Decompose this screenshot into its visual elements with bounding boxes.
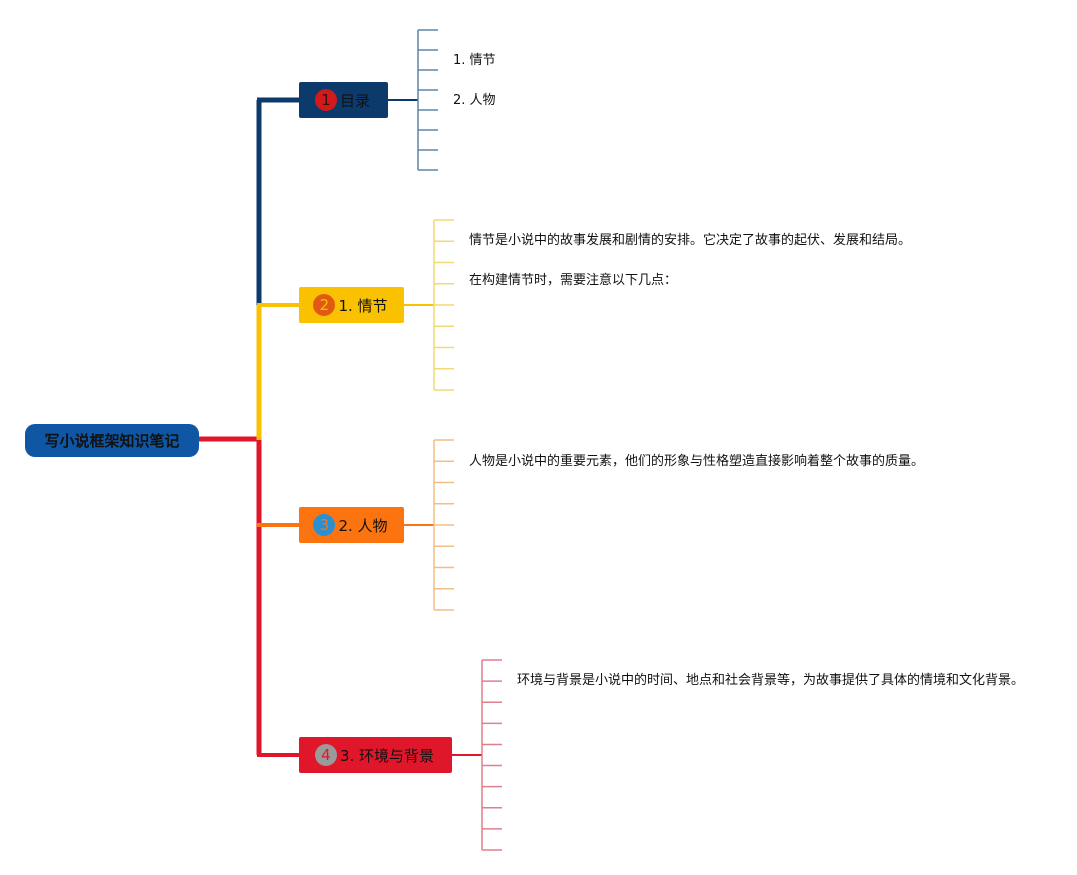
leaf-toc-plot[interactable]: 1. 情节: [453, 53, 496, 68]
number-badge-icon: 4: [314, 744, 337, 766]
leaf-setting-definition[interactable]: 环境与背景是小说中的时间、地点和社会背景等，为故事提供了具体的情境和文化背景。: [517, 673, 1025, 688]
number-badge-icon: 1: [314, 89, 337, 111]
leaf-plot-definition[interactable]: 情节是小说中的故事发展和剧情的安排。它决定了故事的起伏、发展和结局。: [469, 233, 912, 248]
branch-label: 目录: [339, 91, 370, 110]
branch-label: 1. 情节: [338, 296, 388, 315]
root-topic-label: 写小说框架知识笔记: [44, 432, 180, 450]
number-badge-icon: 2: [313, 294, 336, 316]
leaf-characters-definition[interactable]: 人物是小说中的重要元素，他们的形象与性格塑造直接影响着整个故事的质量。: [469, 454, 925, 469]
root-topic[interactable]: 写小说框架知识笔记: [25, 424, 199, 457]
branch-label: 3. 环境与背景: [339, 746, 435, 765]
branch-characters[interactable]: 3 2. 人物: [299, 507, 404, 543]
branch-setting[interactable]: 4 3. 环境与背景: [299, 737, 452, 773]
branch-label: 2. 人物: [338, 516, 388, 535]
number-badge-icon: 3: [313, 514, 336, 536]
branch-table-of-contents[interactable]: 1 目录: [299, 82, 388, 118]
branch-plot[interactable]: 2 1. 情节: [299, 287, 404, 323]
leaf-toc-characters[interactable]: 2. 人物: [453, 93, 496, 108]
leaf-plot-notes[interactable]: 在构建情节时，需要注意以下几点：: [469, 273, 678, 288]
